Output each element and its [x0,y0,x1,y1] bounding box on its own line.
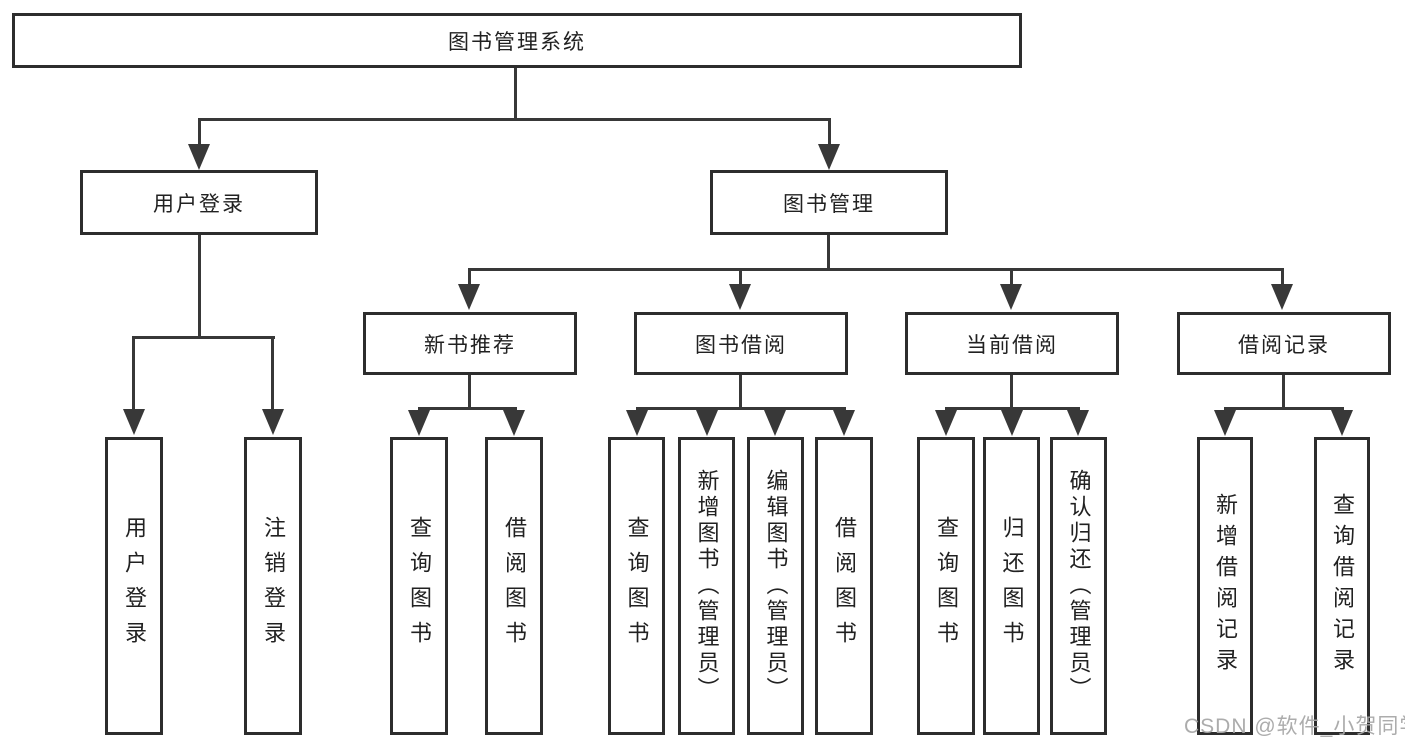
connector-group-hline [418,407,517,410]
leaf-query-books: 查询图书 [608,437,665,735]
leaf-label: 查询图书 [624,516,650,656]
connector-drop-group [1010,268,1013,286]
arrowhead-down-icon [262,409,284,435]
node-book-borrow: 图书借阅 [634,312,848,375]
node-new-book-recommend: 新书推荐 [363,312,577,375]
arrowhead-down-icon [1000,284,1022,310]
leaf-label: 归还图书 [999,516,1025,656]
node-label: 图书管理系统 [448,30,586,54]
leaf-query-books: 查询图书 [390,437,448,735]
leaf-edit-book-admin: 编辑图书（管理员） [747,437,804,735]
node-label: 新书推荐 [424,333,516,357]
leaf-label: 新增图书（管理员） [694,469,720,703]
connector-group-hline [636,407,846,410]
arrowhead-down-icon [764,410,786,436]
leaf-label: 借阅图书 [832,516,857,656]
connector-drop-group [468,268,471,286]
connector-group-vline [468,375,471,407]
connector-group-vline [1010,375,1013,407]
leaf-label: 注销登录 [261,516,286,656]
leaf-borrow-books: 借阅图书 [815,437,873,735]
leaf-user-login: 用户登录 [105,437,163,735]
connector-drop-leaf [271,336,274,410]
connector-group-hline [945,407,1080,410]
arrowhead-down-icon [458,284,480,310]
connector-group-hline [1224,407,1344,410]
arrowhead-down-icon [626,410,648,436]
arrowhead-down-icon [408,410,430,436]
leaf-label: 借阅图书 [502,516,527,656]
leaf-return-book: 归还图书 [983,437,1040,735]
leaf-query-borrow-record: 查询借阅记录 [1314,437,1370,735]
arrowhead-down-icon [935,410,957,436]
node-label: 当前借阅 [966,333,1058,357]
node-book-management: 图书管理 [710,170,948,235]
leaf-logout: 注销登录 [244,437,302,735]
node-current-borrow: 当前借阅 [905,312,1119,375]
connector-drop-leaf [132,336,135,410]
arrowhead-down-icon [729,284,751,310]
connector-drop-book-mgmt [828,118,831,148]
connector-userlogin-hline [132,336,275,339]
arrowhead-down-icon [833,410,855,436]
connector-drop-user-login [198,118,201,148]
arrowhead-down-icon [1331,410,1353,436]
leaf-label: 确认归还（管理员） [1066,469,1092,703]
node-borrow-records: 借阅记录 [1177,312,1391,375]
leaf-label: 查询图书 [934,516,959,656]
connector-root-vline [514,68,517,118]
arrowhead-down-icon [188,144,210,170]
leaf-confirm-return-admin: 确认归还（管理员） [1050,437,1107,735]
connector-bookmgmt-vline [827,235,830,271]
node-library-management-system: 图书管理系统 [12,13,1022,68]
arrowhead-down-icon [503,410,525,436]
leaf-label: 新增借阅记录 [1213,493,1238,679]
csdn-watermark: CSDN @软件_小贺同学 [1184,715,1405,738]
arrowhead-down-icon [1214,410,1236,436]
connector-userlogin-vline [198,235,201,336]
leaf-add-borrow-record: 新增借阅记录 [1197,437,1253,735]
connector-drop-group [739,268,742,286]
leaf-label: 编辑图书（管理员） [763,469,789,703]
node-label: 图书管理 [783,192,875,216]
arrowhead-down-icon [1271,284,1293,310]
arrowhead-down-icon [1001,410,1023,436]
leaf-query-books: 查询图书 [917,437,975,735]
node-label: 图书借阅 [695,333,787,357]
arrowhead-down-icon [696,410,718,436]
node-label: 用户登录 [153,192,245,216]
leaf-label: 用户登录 [122,516,147,656]
connector-bookmgmt-hline [468,268,1284,271]
arrowhead-down-icon [123,409,145,435]
leaf-add-book-admin: 新增图书（管理员） [678,437,735,735]
arrowhead-down-icon [1067,410,1089,436]
leaf-label: 查询图书 [407,516,432,656]
arrowhead-down-icon [818,144,840,170]
leaf-borrow-books: 借阅图书 [485,437,543,735]
leaf-label: 查询借阅记录 [1330,493,1355,679]
node-label: 借阅记录 [1238,333,1330,357]
node-user-login: 用户登录 [80,170,318,235]
connector-group-vline [739,375,742,407]
connector-drop-group [1281,268,1284,286]
connector-group-vline [1282,375,1285,407]
connector-root-hline [198,118,831,121]
